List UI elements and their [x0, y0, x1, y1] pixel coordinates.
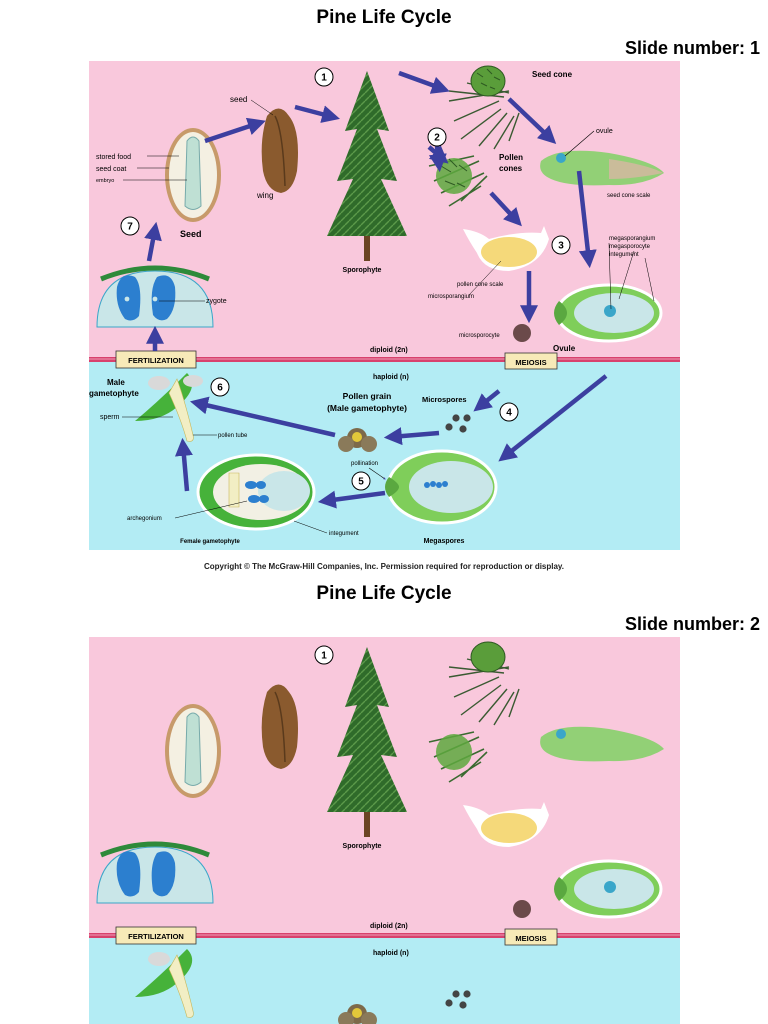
fertilization-label: FERTILIZATION: [128, 356, 184, 365]
ovule-big-label: Ovule: [553, 344, 576, 353]
meiosis-label-2: MEIOSIS: [515, 934, 546, 943]
seed-cone-scale: [540, 150, 664, 186]
pollen-cones-label-2: cones: [499, 164, 523, 173]
megasporangium-label: megasporangium: [609, 236, 655, 242]
pollen-cone-scale-2: [463, 802, 549, 847]
haploid-label-2: haploid (n): [373, 950, 409, 957]
step-3-label: 3: [558, 241, 564, 252]
step-4-label: 4: [506, 408, 512, 419]
step-3: 3: [551, 235, 571, 255]
slide2-diagram: diploid (2n) haploid (n) FERTILIZATION M…: [89, 637, 680, 1024]
embryo-label: embryo: [96, 178, 114, 184]
pollen-grain-2: [338, 1004, 377, 1024]
pollen-tube-label: pollen tube: [218, 433, 248, 439]
female-gametophyte: [196, 453, 316, 531]
zygote-dome-2: [96, 841, 214, 904]
microspores: [445, 414, 471, 433]
step-7: 7: [120, 216, 140, 236]
microsporocyte-label: microsporocyte: [459, 333, 500, 339]
pollen-grain: [338, 428, 377, 452]
step-1-label: 1: [321, 73, 327, 84]
integument-bottom-label: integument: [329, 531, 359, 537]
step-5: 5: [351, 471, 371, 491]
meiosis-box: MEIOSIS: [504, 352, 558, 370]
seed-label: seed: [230, 95, 247, 104]
archegonium-label: archegonium: [127, 516, 162, 522]
seed-coat-label: seed coat: [96, 166, 126, 173]
slide2-number: Slide number: 2: [624, 614, 760, 634]
seed-cone-label: Seed cone: [532, 70, 573, 79]
sporophyte-tree: [327, 71, 407, 261]
sporophyte-tree-2: [327, 647, 407, 837]
seed-cone-branch-2: [448, 641, 520, 726]
microsporocyte-cell: [513, 324, 531, 342]
female-gametophyte-label: Female gametophyte: [180, 539, 240, 545]
pollen-cones-branch-2: [428, 731, 488, 783]
sperm-label: sperm: [100, 414, 120, 421]
slide2-title: Pine Life Cycle: [316, 583, 452, 604]
sporophyte-label-2: Sporophyte: [343, 843, 382, 850]
seed-cone-branch: [448, 65, 520, 150]
pollen-cone-scale-label: pollen cone scale: [457, 282, 504, 288]
copyright-notice: Copyright © The McGraw-Hill Companies, I…: [203, 562, 565, 571]
step-1-slide2: 1: [314, 645, 334, 665]
pollen-grain-label-2: (Male gametophyte): [327, 403, 407, 413]
fertilization-box-2: FERTILIZATION: [115, 926, 197, 945]
step-1: 1: [314, 67, 334, 87]
step-2-label: 2: [434, 133, 440, 144]
step-1-slide2-label: 1: [321, 651, 327, 662]
male-gametophyte-label-2: gametophyte: [89, 389, 139, 398]
pollen-cone-scale: [463, 226, 549, 271]
male-gametophyte-label-1: Male: [107, 378, 125, 387]
meiosis-box-2: MEIOSIS: [504, 928, 558, 946]
slide1-title: Pine Life Cycle: [316, 7, 452, 28]
sporophyte-label: Sporophyte: [343, 267, 382, 274]
step-7-label: 7: [127, 222, 133, 233]
integument-top-label: integument: [609, 252, 639, 258]
diploid-label-2: diploid (2n): [370, 923, 408, 930]
seed-cone-scale-label: seed cone scale: [607, 193, 651, 199]
wing-label: wing: [256, 191, 273, 200]
microspores-label: Microspores: [422, 395, 467, 404]
zygote-dome: [96, 265, 214, 328]
microspores-2: [445, 990, 471, 1009]
seed-cone-scale-2: [540, 726, 664, 762]
pollination-label: pollination: [351, 461, 378, 467]
seed-big-label: Seed: [180, 229, 202, 239]
male-gametophyte: [135, 373, 203, 442]
ovule-label: ovule: [596, 128, 613, 135]
fertilization-box: FERTILIZATION: [115, 350, 197, 369]
ploidy-divider-2: [89, 933, 680, 938]
megasporocyte-label: megasporocyte: [609, 244, 651, 250]
zygote-label: zygote: [206, 298, 227, 305]
ovule-big-2: [554, 859, 663, 919]
ploidy-divider: [89, 357, 680, 362]
megaspores-label: Megaspores: [424, 538, 465, 545]
step-4: 4: [499, 402, 519, 422]
megaspores-ovule: [385, 449, 498, 525]
ovule-big: [554, 283, 663, 343]
step-6-label: 6: [217, 383, 223, 394]
slide1-diagram: diploid (2n) haploid (n) FERTILIZATION M…: [89, 61, 680, 550]
seed-section-2: [165, 704, 221, 798]
slide1-number: Slide number: 1: [624, 38, 760, 58]
male-gametophyte-2: [135, 949, 194, 1018]
cycle-arrows: [144, 70, 608, 509]
diploid-label: diploid (2n): [370, 347, 408, 354]
meiosis-label: MEIOSIS: [515, 358, 546, 367]
seed-section: [165, 128, 221, 222]
haploid-label: haploid (n): [373, 374, 409, 381]
winged-seed-2: [261, 684, 298, 769]
pollen-grain-label-1: Pollen grain: [343, 391, 392, 401]
winged-seed: [261, 108, 298, 193]
step-6: 6: [210, 377, 230, 397]
microsporangium-label: microsporangium: [428, 294, 474, 300]
pollen-cones-label-1: Pollen: [499, 153, 523, 162]
fertilization-label-2: FERTILIZATION: [128, 932, 184, 941]
step-5-label: 5: [358, 477, 364, 488]
stored-food-label: stored food: [96, 154, 131, 161]
microsporocyte-cell-2: [513, 900, 531, 918]
step-2: 2: [427, 127, 447, 147]
